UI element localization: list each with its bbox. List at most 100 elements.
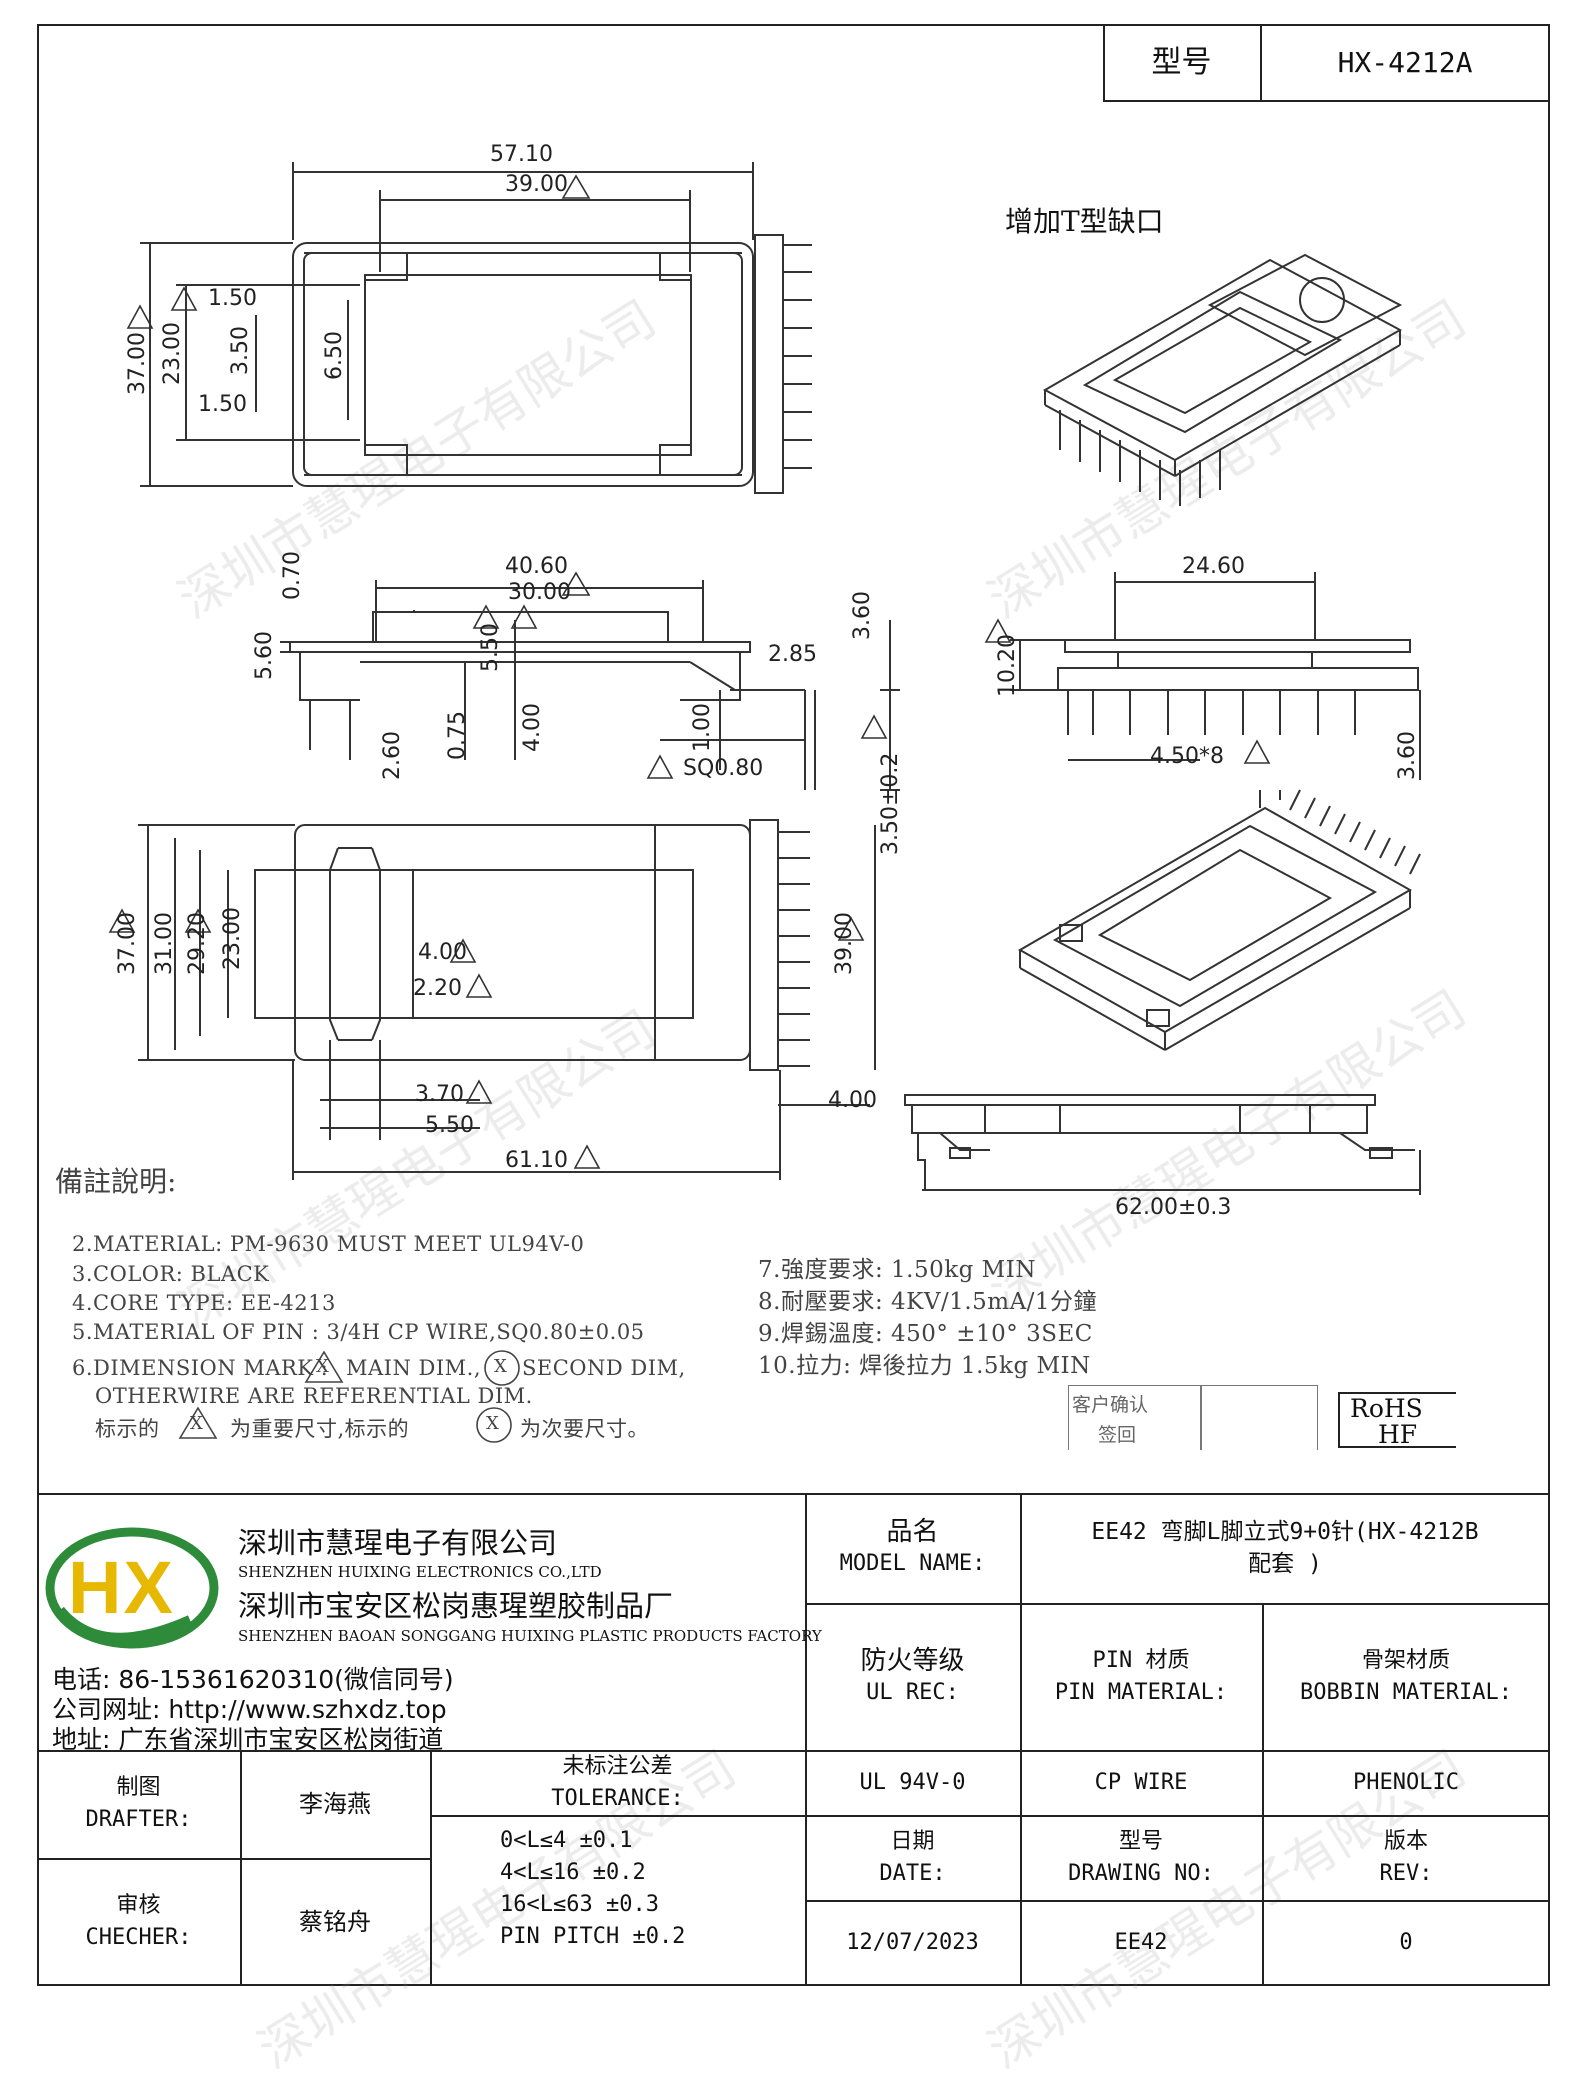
note-mark-x: X xyxy=(316,1356,329,1377)
dim-label: 3.50±0.2 xyxy=(878,752,903,855)
ul-rec-value: UL 94V-0 xyxy=(859,1769,966,1795)
rohs-label: RoHS xyxy=(1350,1394,1423,1423)
drawing-no-label: 型号 DRAWING NO: xyxy=(1068,1828,1214,1886)
company-website: 公司网址: http://www.szhxdz.top xyxy=(52,1695,447,1724)
dim-label: 31.00 xyxy=(152,912,177,975)
note-mark-x: X xyxy=(494,1356,507,1377)
bottom-view-pins xyxy=(778,831,810,1067)
top-view-outline xyxy=(292,242,754,487)
note-line: MAIN DIM., xyxy=(346,1356,481,1380)
dim-label: 24.60 xyxy=(1182,554,1245,579)
note-line: 7.強度要求: 1.50kg MIN xyxy=(758,1257,1036,1283)
dim-label: 1.50 xyxy=(208,286,257,311)
side-view-pins xyxy=(1067,690,1356,735)
tolerance-label: 未标注公差 TOLERANCE: xyxy=(551,1753,684,1811)
model-name-label: 品名 MODEL NAME: xyxy=(839,1517,986,1576)
dim-label: 2.20 xyxy=(413,976,462,1001)
tolerance-values: 0<L≤4 ±0.1 4<L≤16 ±0.2 16<L≤63 ±0.3 PIN … xyxy=(500,1828,686,1949)
dim-label: 39.00 xyxy=(832,912,857,975)
top-view-pins xyxy=(783,244,812,469)
note-line: 2.MATERIAL: PM-9630 MUST MEET UL94V-0 xyxy=(72,1232,585,1256)
iso-view-2-pins xyxy=(1289,789,1421,875)
dim-label: 2.85 xyxy=(768,642,817,667)
date-label: 日期 DATE: xyxy=(879,1828,946,1886)
drawing-frame xyxy=(37,24,1550,1986)
header-model-value: HX-4212A xyxy=(1337,46,1473,79)
side-view-2-flange xyxy=(904,1094,1376,1106)
bottom-view-outline xyxy=(294,824,751,1061)
note-line: SECOND DIM, xyxy=(522,1356,686,1380)
dim-label: 1.00 xyxy=(690,703,715,752)
note-line: 9.焊錫溫度: 450° ±10° 3SEC xyxy=(758,1321,1093,1347)
rohs-box xyxy=(1338,1392,1456,1448)
dim-label: 39.00 xyxy=(505,172,568,197)
dim-label: 10.20 xyxy=(995,634,1020,697)
notes-title: 備註說明: xyxy=(55,1165,177,1198)
dim-label: 4.00 xyxy=(520,703,545,752)
dim-label: 4.00 xyxy=(828,1088,877,1113)
dim-label: 2.60 xyxy=(380,731,405,780)
pin-material-label: PIN 材质 PIN MATERIAL: xyxy=(1054,1647,1228,1705)
top-view-annotation: 增加T型缺口 xyxy=(1005,205,1164,238)
dim-label: 0.70 xyxy=(280,551,305,600)
model-name-value: EE42 弯脚L脚立式9+0针(HX-4212B 配套 ) xyxy=(1091,1519,1479,1577)
dim-label: 3.50 xyxy=(228,326,253,375)
company-phone: 电话: 86-15361620310(微信同号) xyxy=(52,1665,454,1694)
company-name-cn: 深圳市慧瑆电子有限公司 xyxy=(238,1526,558,1560)
drafter-label: 制图 DRAFTER: xyxy=(85,1775,192,1832)
dim-label: 6.50 xyxy=(322,331,347,380)
rev-label: 版本 REV: xyxy=(1379,1828,1433,1886)
header-divider xyxy=(1260,24,1262,102)
dim-label: 4.50*8 xyxy=(1150,744,1224,769)
dim-label: 5.50 xyxy=(425,1113,474,1138)
note-line: 6.DIMENSION MARK : xyxy=(72,1356,329,1380)
logo-text: HX xyxy=(68,1546,175,1629)
dim-label: 3.60 xyxy=(850,591,875,640)
dim-label: 62.00±0.3 xyxy=(1115,1195,1232,1220)
factory-name-en: SHENZHEN BAOAN SONGGANG HUIXING PLASTIC … xyxy=(238,1627,822,1645)
dim-label: 5.50 xyxy=(478,623,503,672)
factory-name-cn: 深圳市宝安区松岗惠瑆塑胶制品厂 xyxy=(238,1589,674,1623)
rev-value: 0 xyxy=(1399,1930,1413,1955)
dim-label: 23.00 xyxy=(220,907,245,970)
customer-confirm-divider xyxy=(1200,1385,1202,1450)
dim-label: 57.10 xyxy=(490,142,553,167)
dim-label: 37.00 xyxy=(115,912,140,975)
header-model-label: 型号 xyxy=(1151,45,1212,80)
dim-label: 3.70 xyxy=(415,1082,464,1107)
checker-value: 蔡铭舟 xyxy=(299,1908,371,1936)
note-mark-x: X xyxy=(486,1413,499,1434)
header-model-box xyxy=(1103,24,1550,102)
customer-confirm-sign: 签回 xyxy=(1098,1424,1137,1446)
dim-label: 0.75 xyxy=(445,711,470,760)
iso-view-2-base xyxy=(1017,806,1413,1034)
bobbin-material-value: PHENOLIC xyxy=(1353,1769,1459,1795)
note-line: 3.COLOR: BLACK xyxy=(72,1262,270,1286)
iso-view-1-base xyxy=(1042,258,1403,462)
dim-label: 30.00 xyxy=(508,580,571,605)
drafter-value: 李海燕 xyxy=(299,1790,371,1818)
iso-view-1-pins xyxy=(1059,410,1221,506)
technical-drawing xyxy=(108,162,1421,1195)
hf-label: HF xyxy=(1378,1420,1418,1449)
dim-label: 4.00 xyxy=(418,940,467,965)
note-line: 10.拉力: 焊後拉力 1.5kg MIN xyxy=(758,1353,1091,1379)
dim-label: 29.20 xyxy=(185,912,210,975)
title-block-top xyxy=(37,1493,1550,1495)
company-address: 地址: 广东省深圳市宝安区松岗街道 xyxy=(52,1725,444,1754)
note-mark-x: X xyxy=(190,1413,203,1434)
note-line: 为次要尺寸。 xyxy=(520,1417,649,1441)
date-value: 12/07/2023 xyxy=(846,1930,979,1955)
note-line: 4.CORE TYPE: EE-4213 xyxy=(72,1291,336,1315)
customer-confirm-label: 客户确认 xyxy=(1072,1394,1149,1416)
front-view-flange xyxy=(289,641,751,653)
dim-label: 1.50 xyxy=(198,392,247,417)
dim-label: 61.10 xyxy=(505,1148,568,1173)
note-line: 为重要尺寸,标示的 xyxy=(230,1417,410,1441)
dim-label: 3.60 xyxy=(1395,731,1420,780)
dim-label: 40.60 xyxy=(505,554,568,579)
customer-confirm-box xyxy=(1068,1385,1318,1450)
ul-rec-label: 防火等级 UL REC: xyxy=(860,1645,965,1705)
note-line: 5.MATERIAL OF PIN : 3/4H CP WIRE,SQ0.80±… xyxy=(72,1320,645,1344)
side-view-flange xyxy=(1064,639,1411,653)
